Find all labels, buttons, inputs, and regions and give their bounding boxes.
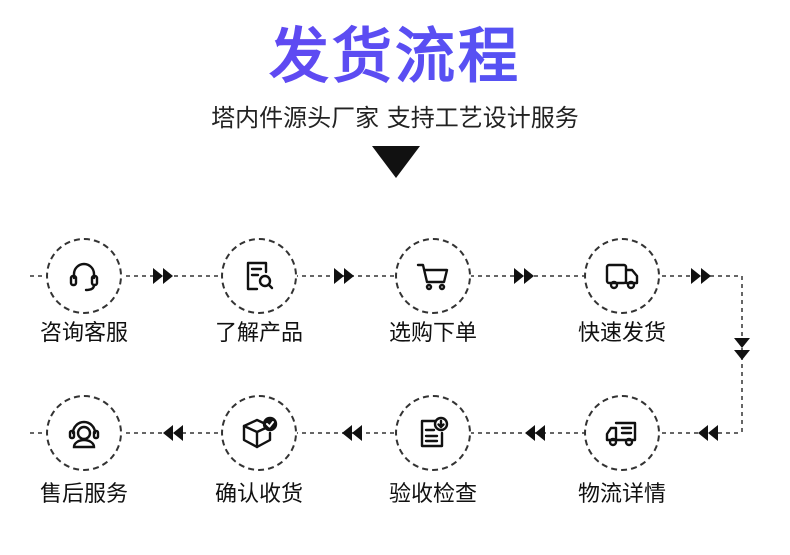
step-label: 验收检查	[388, 482, 477, 507]
step-label: 选购下单	[388, 321, 477, 346]
delivery-truck-icon	[605, 263, 639, 290]
step-label: 咨询客服	[39, 321, 128, 346]
step-inspection	[395, 395, 471, 471]
clipboard-download-icon	[420, 416, 449, 448]
step-fast-shipping	[584, 238, 660, 314]
step-learn-product	[221, 238, 297, 314]
shopping-cart-icon	[416, 263, 449, 291]
step-label: 物流详情	[577, 482, 666, 507]
page-subtitle: 塔内件源头厂家 支持工艺设计服务	[211, 104, 579, 132]
step-after-sales	[46, 395, 122, 471]
double-arrow-right-icon	[514, 268, 534, 284]
customer-service-icon	[68, 420, 100, 449]
step-consult-customer-service	[46, 238, 122, 314]
double-arrow-left-icon	[342, 425, 362, 441]
step-logistics-details	[584, 395, 660, 471]
document-search-icon	[246, 261, 274, 291]
step-purchase-order	[395, 238, 471, 314]
step-label: 快速发货	[577, 321, 666, 346]
double-arrow-right-icon	[334, 268, 354, 284]
step-confirm-receipt	[221, 395, 297, 471]
double-arrow-left-icon	[698, 425, 718, 441]
headset-icon	[69, 262, 99, 292]
step-label: 售后服务	[39, 482, 128, 507]
double-arrow-right-icon	[691, 268, 711, 284]
down-triangle-icon	[372, 146, 420, 178]
double-arrow-right-icon	[153, 268, 173, 284]
double-arrow-down-icon	[734, 338, 750, 360]
package-check-icon	[242, 416, 278, 449]
step-label: 了解产品	[214, 321, 303, 346]
fast-truck-icon	[605, 421, 637, 447]
step-label: 确认收货	[214, 482, 303, 507]
double-arrow-left-icon	[163, 425, 183, 441]
double-arrow-left-icon	[525, 425, 545, 441]
page-title: 发货流程	[0, 22, 790, 92]
